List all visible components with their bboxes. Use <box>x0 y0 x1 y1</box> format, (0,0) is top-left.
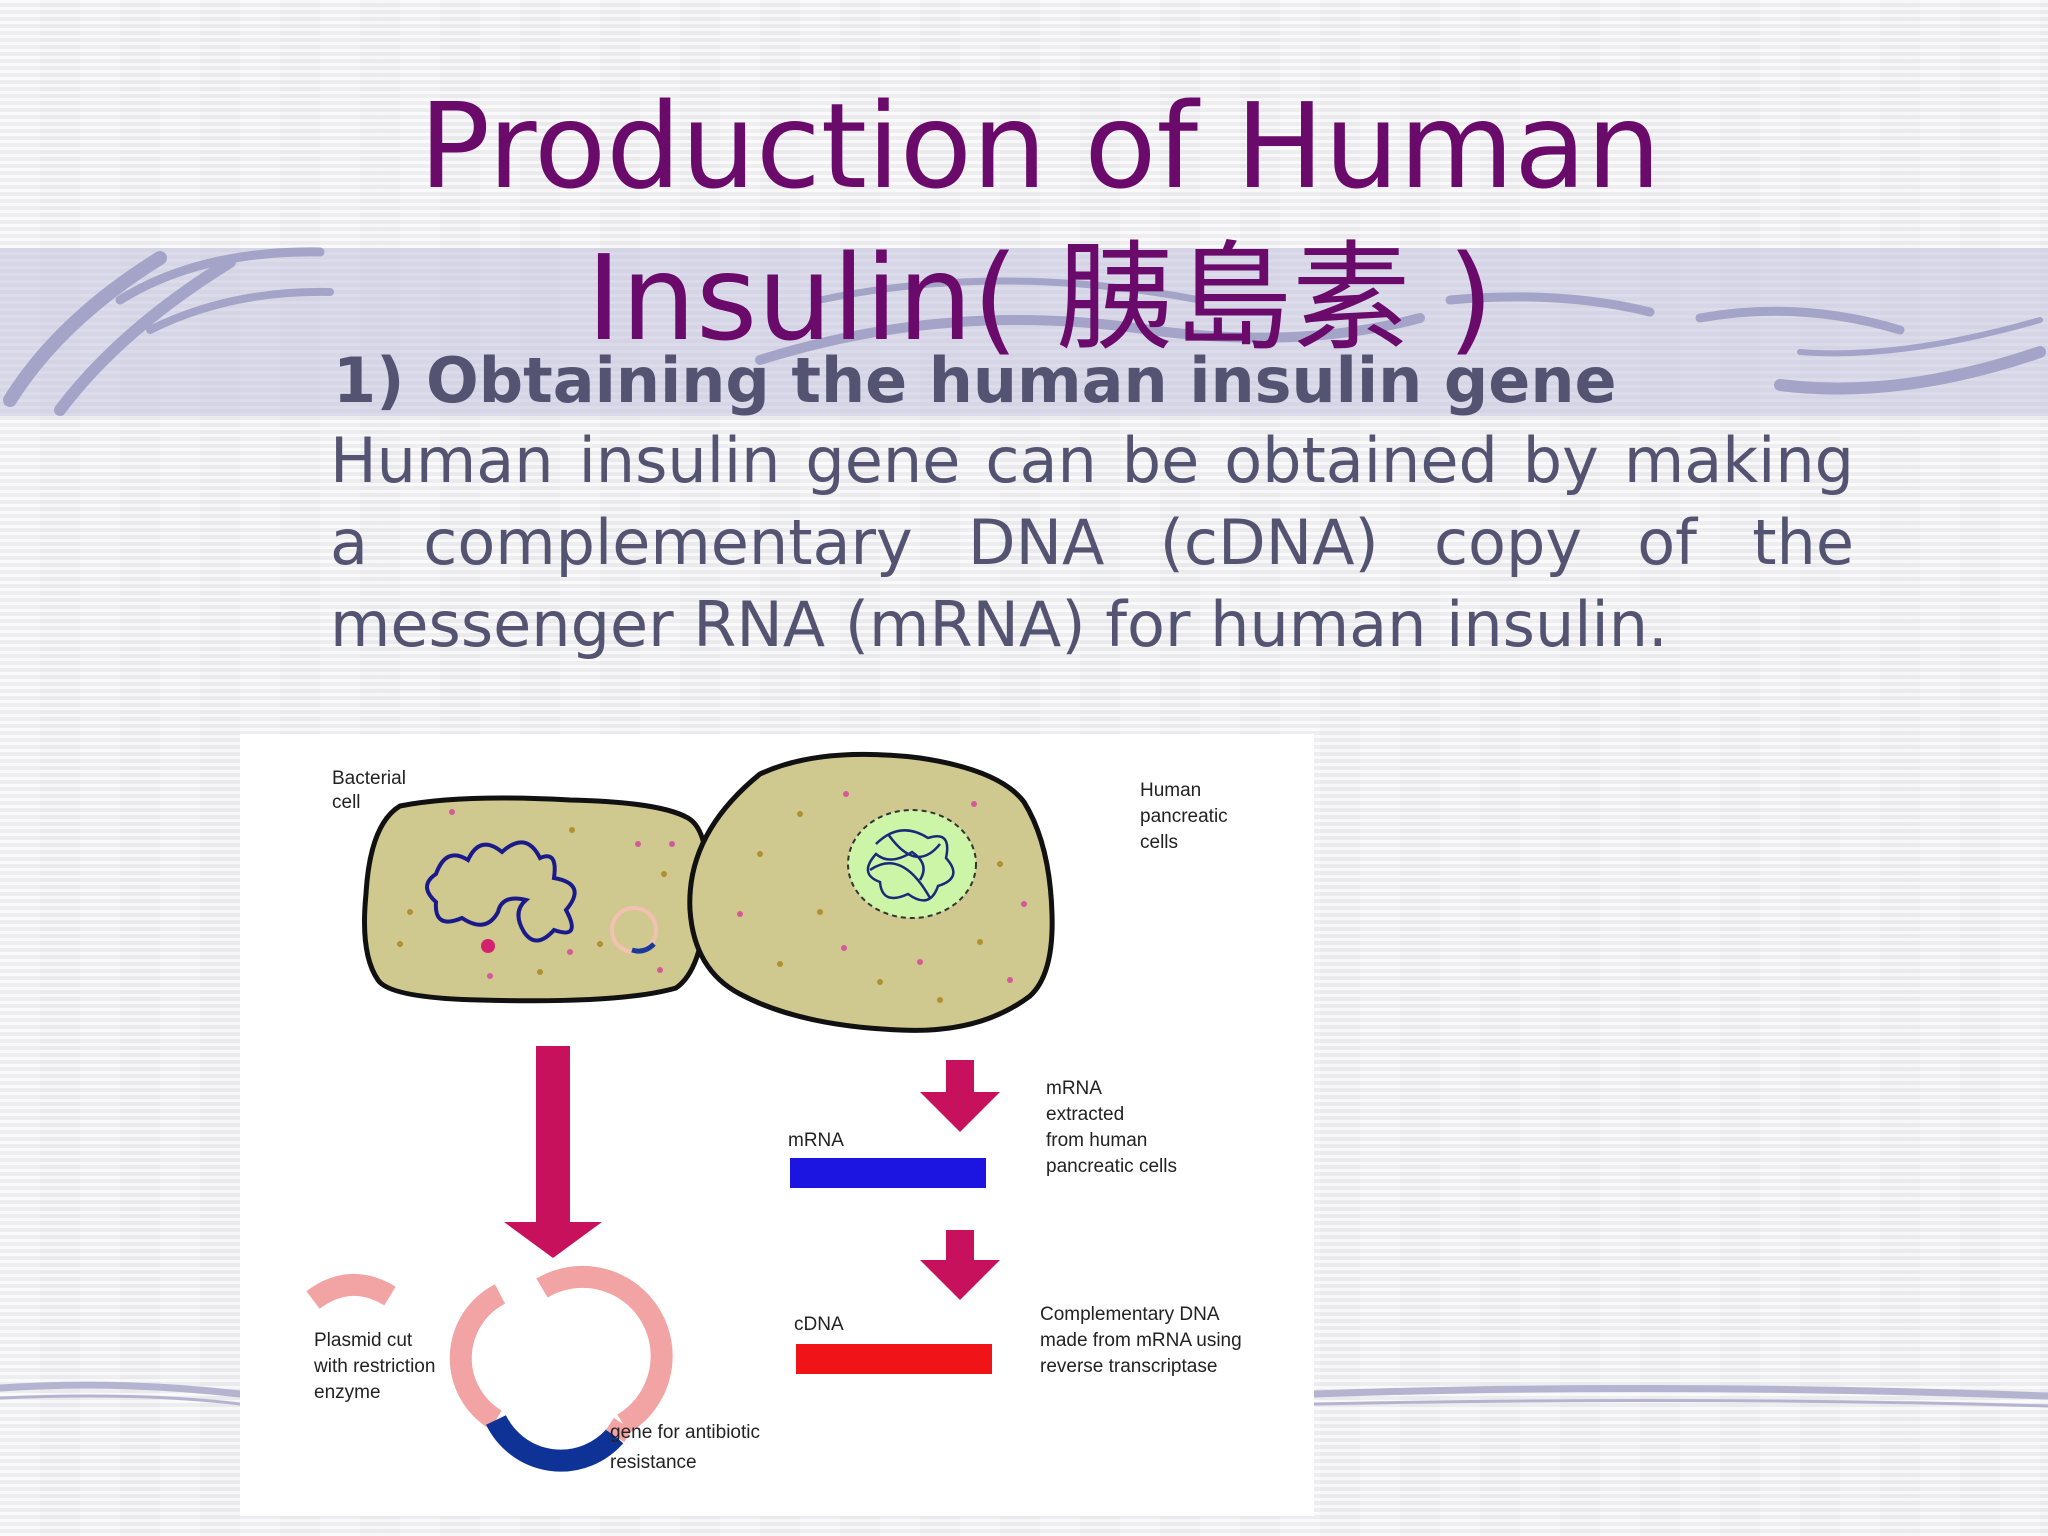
human-cells-label-2: pancreatic <box>1140 806 1228 827</box>
cdna-note-1: Complementary DNA <box>1040 1304 1220 1325</box>
mrna-label: mRNA <box>788 1130 844 1151</box>
slide-title: Production of Human Insulin( 胰島素 ) <box>300 70 1780 374</box>
cut-plasmid <box>306 1265 673 1472</box>
slide-subheading: 1) Obtaining the human insulin gene <box>333 344 1617 417</box>
title-line-1: Production of Human <box>418 77 1662 215</box>
cdna-label: cDNA <box>794 1314 844 1335</box>
arrow-cell-to-mrna <box>920 1060 1000 1132</box>
cdna-bar <box>796 1344 992 1374</box>
plasmid-note-3: enzyme <box>314 1382 381 1403</box>
title-line-2: Insulin( 胰島素 ) <box>586 229 1494 367</box>
plasmid-note-1: Plasmid cut <box>314 1330 413 1351</box>
decorative-band <box>0 248 2048 416</box>
mrna-note-3: from human <box>1046 1130 1147 1151</box>
mrna-note-4: pancreatic cells <box>1046 1156 1177 1177</box>
arrow-bacteria-to-plasmid <box>504 1046 602 1258</box>
cdna-note-2: made from mRNA using <box>1040 1330 1242 1351</box>
mrna-note-2: extracted <box>1046 1104 1124 1125</box>
bacterial-cell-label-2: cell <box>332 792 361 813</box>
plasmid-note-2: with restriction <box>313 1356 435 1377</box>
insulin-gene-diagram: Bacterial cell Human pancreatic cells <box>240 734 1314 1516</box>
bacterial-cell-label-1: Bacterial <box>332 768 406 789</box>
slide-body-text: Human insulin gene can be obtained by ma… <box>330 424 1854 661</box>
bacterial-cell <box>362 795 710 1004</box>
mrna-note-1: mRNA <box>1046 1078 1102 1099</box>
human-pancreatic-cell <box>687 751 1055 1033</box>
cdna-note-3: reverse transcriptase <box>1040 1356 1217 1377</box>
gene-note-1: gene for antibiotic <box>610 1422 760 1443</box>
gene-note-2: resistance <box>610 1452 697 1473</box>
mrna-bar <box>790 1158 986 1188</box>
arrow-mrna-to-cdna <box>920 1230 1000 1300</box>
human-cells-label-1: Human <box>1140 780 1201 801</box>
human-cells-label-3: cells <box>1140 832 1178 853</box>
